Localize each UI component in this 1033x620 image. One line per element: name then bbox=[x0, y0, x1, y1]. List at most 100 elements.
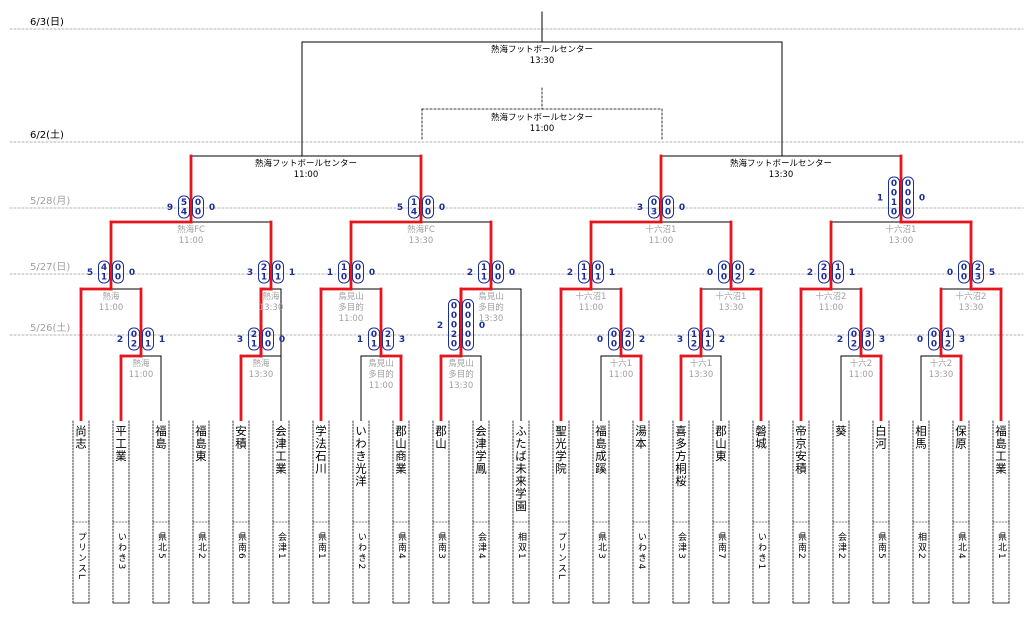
venue-label: 熱海 bbox=[102, 291, 120, 302]
venue-label: 十六沼1 bbox=[576, 291, 607, 302]
kickoff-time: 13:30 bbox=[259, 303, 284, 313]
score-half-right: 0 bbox=[275, 263, 281, 273]
score-bracket bbox=[112, 260, 124, 284]
score-bracket bbox=[688, 327, 700, 351]
venue-label: 熱海フットボールセンター bbox=[491, 112, 593, 123]
score-half-right: 2 bbox=[945, 340, 951, 350]
kickoff-time: 11:00 bbox=[649, 236, 674, 246]
score-half-left: 0 bbox=[651, 198, 657, 208]
date-label: 5/26(土) bbox=[30, 321, 70, 334]
score-half-right: 0 bbox=[665, 198, 671, 208]
score-total-left: 5 bbox=[87, 268, 93, 278]
score-total-right: 0 bbox=[369, 268, 375, 278]
venue-label: 鳥見山 bbox=[448, 358, 474, 369]
team-box bbox=[633, 421, 649, 603]
score-bracket bbox=[248, 327, 260, 351]
score-half-left: 0 bbox=[451, 321, 457, 331]
score-bracket bbox=[732, 260, 744, 284]
team-box bbox=[993, 421, 1009, 603]
score-half-left: 1 bbox=[101, 273, 107, 283]
score-total-right: 0 bbox=[679, 203, 685, 213]
team-box bbox=[673, 421, 689, 603]
team-name: 喜多方桐桜 bbox=[674, 425, 688, 488]
score-half-right: 0 bbox=[465, 321, 471, 331]
score-total-right: 1 bbox=[609, 268, 615, 278]
venue-label: 鳥見山 bbox=[368, 358, 394, 369]
score-bracket bbox=[192, 195, 204, 219]
score-bracket bbox=[592, 260, 604, 284]
score-half-right: 3 bbox=[865, 330, 871, 340]
score-half-right: 0 bbox=[145, 330, 151, 340]
score-bracket bbox=[958, 260, 970, 284]
score-half-left: 2 bbox=[821, 263, 827, 273]
score-half-left: 0 bbox=[451, 311, 457, 321]
score-total-left: 2 bbox=[567, 268, 573, 278]
score-half-left: 3 bbox=[651, 208, 657, 218]
score-total-right: 0 bbox=[439, 203, 445, 213]
team-box bbox=[353, 421, 369, 603]
score-half-right: 1 bbox=[385, 340, 391, 350]
kickoff-time: 11:00 bbox=[530, 124, 555, 134]
score-half-right: 0 bbox=[665, 208, 671, 218]
score-total-right: 0 bbox=[509, 268, 515, 278]
team-name: 会津工業 bbox=[274, 425, 288, 475]
score-half-left: 0 bbox=[851, 330, 857, 340]
score-half-right: 2 bbox=[735, 273, 741, 283]
score-half-left: 1 bbox=[481, 263, 487, 273]
score-half-left: 0 bbox=[451, 302, 457, 312]
team-region: 会津2 bbox=[836, 531, 847, 560]
score-half-right: 0 bbox=[115, 263, 121, 273]
date-label: 6/3(日) bbox=[30, 17, 64, 28]
score-bracket bbox=[478, 260, 490, 284]
venue-label: 十六沼1 bbox=[886, 224, 917, 235]
score-half-right: 0 bbox=[905, 179, 911, 189]
kickoff-time: 13:00 bbox=[889, 236, 914, 246]
venue-label: 多目的 bbox=[368, 369, 394, 380]
score-total-right: 0 bbox=[279, 335, 285, 345]
score-half-right: 0 bbox=[465, 330, 471, 340]
score-half-right: 0 bbox=[835, 273, 841, 283]
score-half-left: 5 bbox=[181, 198, 187, 208]
score-half-right: 0 bbox=[195, 208, 201, 218]
team-box bbox=[313, 421, 329, 603]
venue-label: 十六沼1 bbox=[716, 291, 747, 302]
venue-label: 熱海FC bbox=[407, 224, 435, 235]
score-bracket bbox=[272, 260, 284, 284]
team-name: 相馬 bbox=[914, 425, 928, 450]
score-half-left: 1 bbox=[341, 263, 347, 273]
kickoff-time: 11:00 bbox=[339, 314, 364, 324]
score-half-left: 2 bbox=[251, 330, 257, 340]
team-box bbox=[713, 421, 729, 603]
score-total-left: 5 bbox=[397, 203, 403, 213]
score-bracket bbox=[818, 260, 830, 284]
venue-label: 十六沼2 bbox=[956, 291, 987, 302]
team-region: 県南6 bbox=[236, 532, 247, 560]
score-half-right: 0 bbox=[495, 263, 501, 273]
team-name: 磐城 bbox=[754, 424, 768, 450]
score-half-left: 4 bbox=[181, 208, 187, 218]
score-half-right: 0 bbox=[195, 198, 201, 208]
score-bracket bbox=[832, 260, 844, 284]
score-total-right: 3 bbox=[399, 335, 405, 345]
score-half-right: 0 bbox=[735, 263, 741, 273]
score-bracket bbox=[702, 327, 714, 351]
venue-label: 十六1 bbox=[610, 358, 632, 369]
score-total-left: 0 bbox=[947, 268, 953, 278]
team-region: 県南2 bbox=[796, 532, 807, 560]
score-half-left: 0 bbox=[891, 189, 897, 199]
score-half-right: 1 bbox=[705, 330, 711, 340]
score-total-left: 3 bbox=[677, 335, 683, 345]
venue-label: 熱海 bbox=[252, 358, 270, 369]
team-region: 県南5 bbox=[876, 532, 887, 560]
